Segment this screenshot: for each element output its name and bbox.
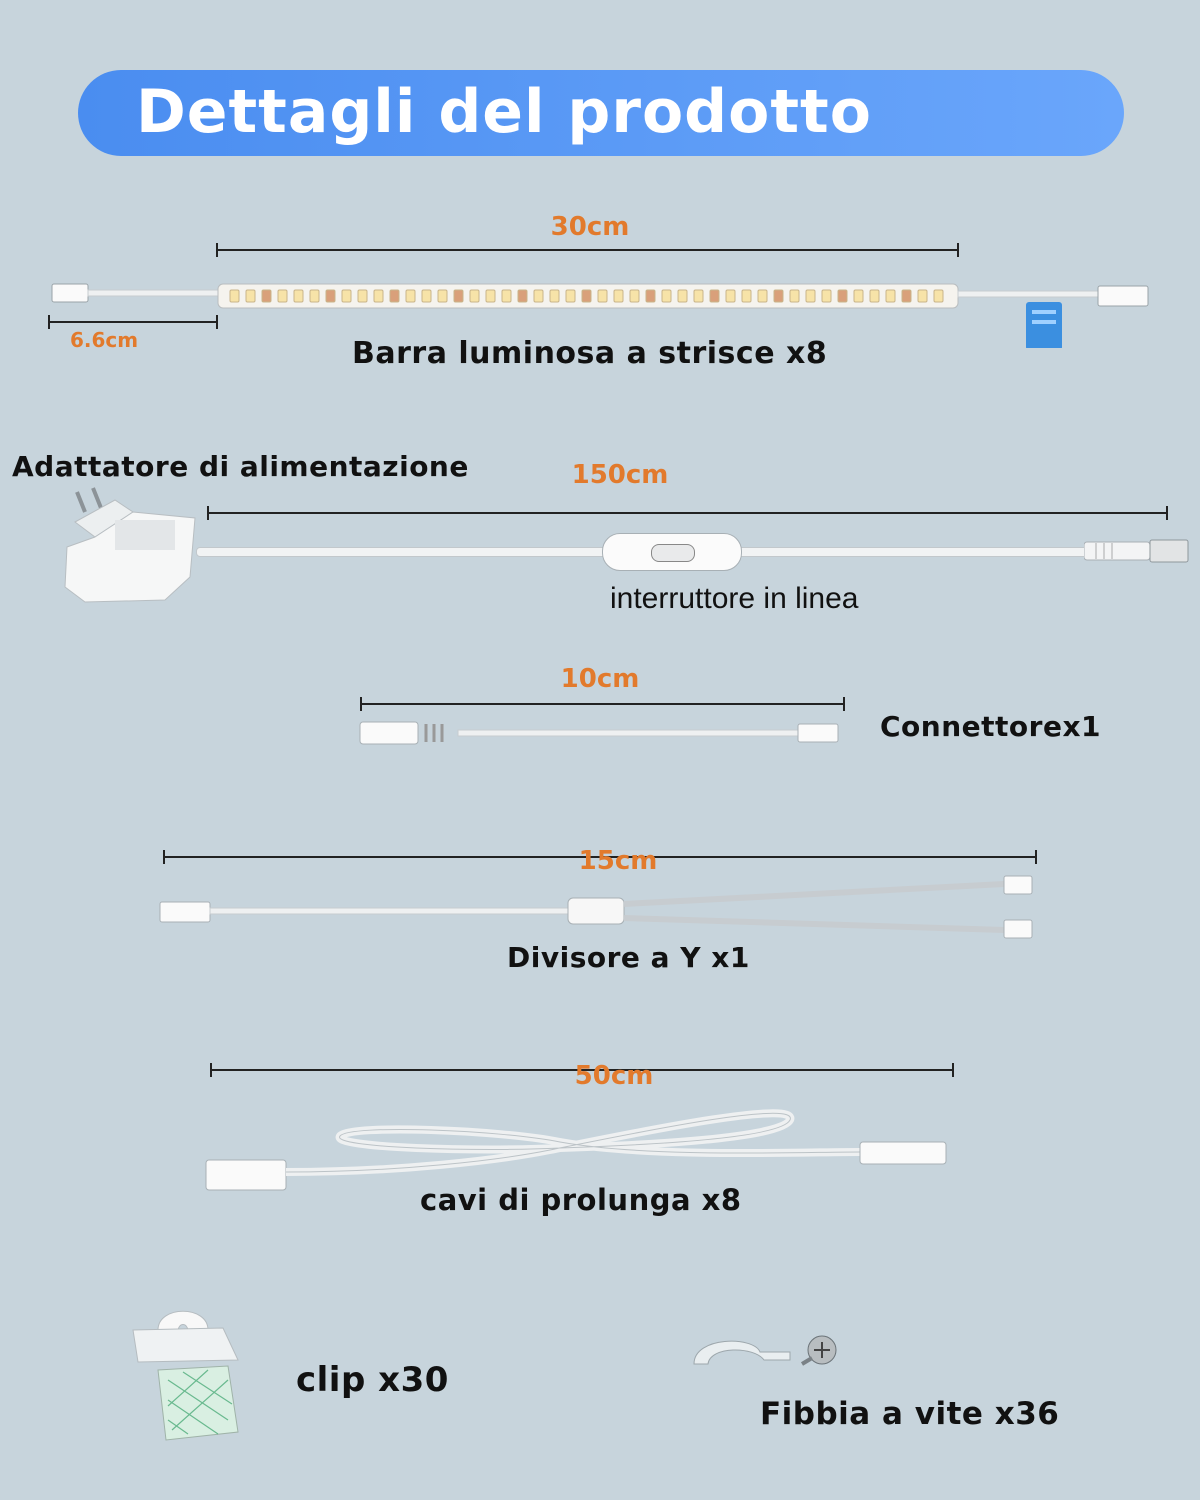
led-chip bbox=[517, 289, 528, 303]
led-chip bbox=[453, 289, 464, 303]
led-chip bbox=[709, 289, 720, 303]
led-chip bbox=[229, 289, 240, 303]
led-chip bbox=[789, 289, 800, 303]
strip-label: Barra luminosa a strisce x8 bbox=[352, 336, 828, 371]
led-chip bbox=[309, 289, 320, 303]
power-adapter-image bbox=[64, 487, 196, 603]
led-chip bbox=[597, 289, 608, 303]
led-chip bbox=[373, 289, 384, 303]
splitter-label: Divisore a Y x1 bbox=[507, 941, 750, 974]
led-chip bbox=[901, 289, 912, 303]
clip-image bbox=[132, 1310, 239, 1441]
led-chip bbox=[725, 289, 736, 303]
title-banner: Dettagli del prodotto bbox=[78, 70, 1124, 156]
strip-length-label: 30cm bbox=[550, 212, 630, 242]
led-chip bbox=[821, 289, 832, 303]
led-chip bbox=[757, 289, 768, 303]
connector-label: Connettorex1 bbox=[880, 710, 1101, 743]
led-chip bbox=[629, 289, 640, 303]
led-chip bbox=[293, 289, 304, 303]
led-chip bbox=[277, 289, 288, 303]
inline-switch-label: interruttore in linea bbox=[610, 582, 859, 615]
led-chip bbox=[405, 289, 416, 303]
led-chip bbox=[741, 289, 752, 303]
led-chip bbox=[837, 289, 848, 303]
led-chip bbox=[677, 289, 688, 303]
connector-length-label: 10cm bbox=[560, 664, 640, 694]
led-chip bbox=[661, 289, 672, 303]
led-chip bbox=[869, 289, 880, 303]
dc-plug-image bbox=[1084, 539, 1189, 563]
led-chip bbox=[389, 289, 400, 303]
y-splitter-image bbox=[159, 875, 1033, 939]
led-chip bbox=[805, 289, 816, 303]
led-chip bbox=[645, 289, 656, 303]
page-title: Dettagli del prodotto bbox=[136, 77, 872, 147]
led-chip bbox=[485, 289, 496, 303]
led-chip bbox=[357, 289, 368, 303]
led-chip bbox=[245, 289, 256, 303]
led-chip bbox=[853, 289, 864, 303]
lead-length-label: 6.6cm bbox=[70, 328, 139, 352]
led-chip bbox=[261, 289, 272, 303]
led-chip bbox=[693, 289, 704, 303]
led-chip bbox=[469, 289, 480, 303]
led-strip-image bbox=[51, 283, 1149, 348]
led-chip bbox=[341, 289, 352, 303]
led-chip bbox=[533, 289, 544, 303]
led-chip bbox=[773, 289, 784, 303]
clip-label: clip x30 bbox=[296, 1360, 449, 1400]
screw-buckle-image bbox=[693, 1335, 837, 1366]
led-chip bbox=[501, 289, 512, 303]
connector-measure-line bbox=[360, 697, 845, 711]
adapter-measure-line bbox=[207, 506, 1168, 520]
led-chip bbox=[917, 289, 928, 303]
led-chip bbox=[437, 289, 448, 303]
led-chip bbox=[581, 289, 592, 303]
adapter-title: Adattatore di alimentazione bbox=[12, 450, 469, 483]
extension-label: cavi di prolunga x8 bbox=[420, 1183, 742, 1217]
led-chip bbox=[325, 289, 336, 303]
adapter-length-label: 150cm bbox=[571, 460, 669, 490]
led-chip bbox=[549, 289, 560, 303]
strip-measure-line bbox=[216, 243, 959, 257]
lead-measure-line bbox=[48, 315, 218, 329]
led-chip bbox=[613, 289, 624, 303]
led-chip bbox=[933, 289, 944, 303]
extension-cable-image bbox=[205, 1109, 947, 1191]
led-chip bbox=[421, 289, 432, 303]
extension-length-label: 50cm bbox=[574, 1061, 654, 1091]
buckle-label: Fibbia a vite x36 bbox=[760, 1396, 1060, 1432]
extension-measure-line bbox=[210, 1063, 954, 1077]
inline-switch bbox=[602, 533, 742, 571]
connector-image bbox=[359, 721, 839, 745]
led-chip bbox=[885, 289, 896, 303]
led-chip bbox=[565, 289, 576, 303]
splitter-measure-line bbox=[163, 850, 1037, 864]
splitter-length-label: 15cm bbox=[578, 846, 658, 876]
